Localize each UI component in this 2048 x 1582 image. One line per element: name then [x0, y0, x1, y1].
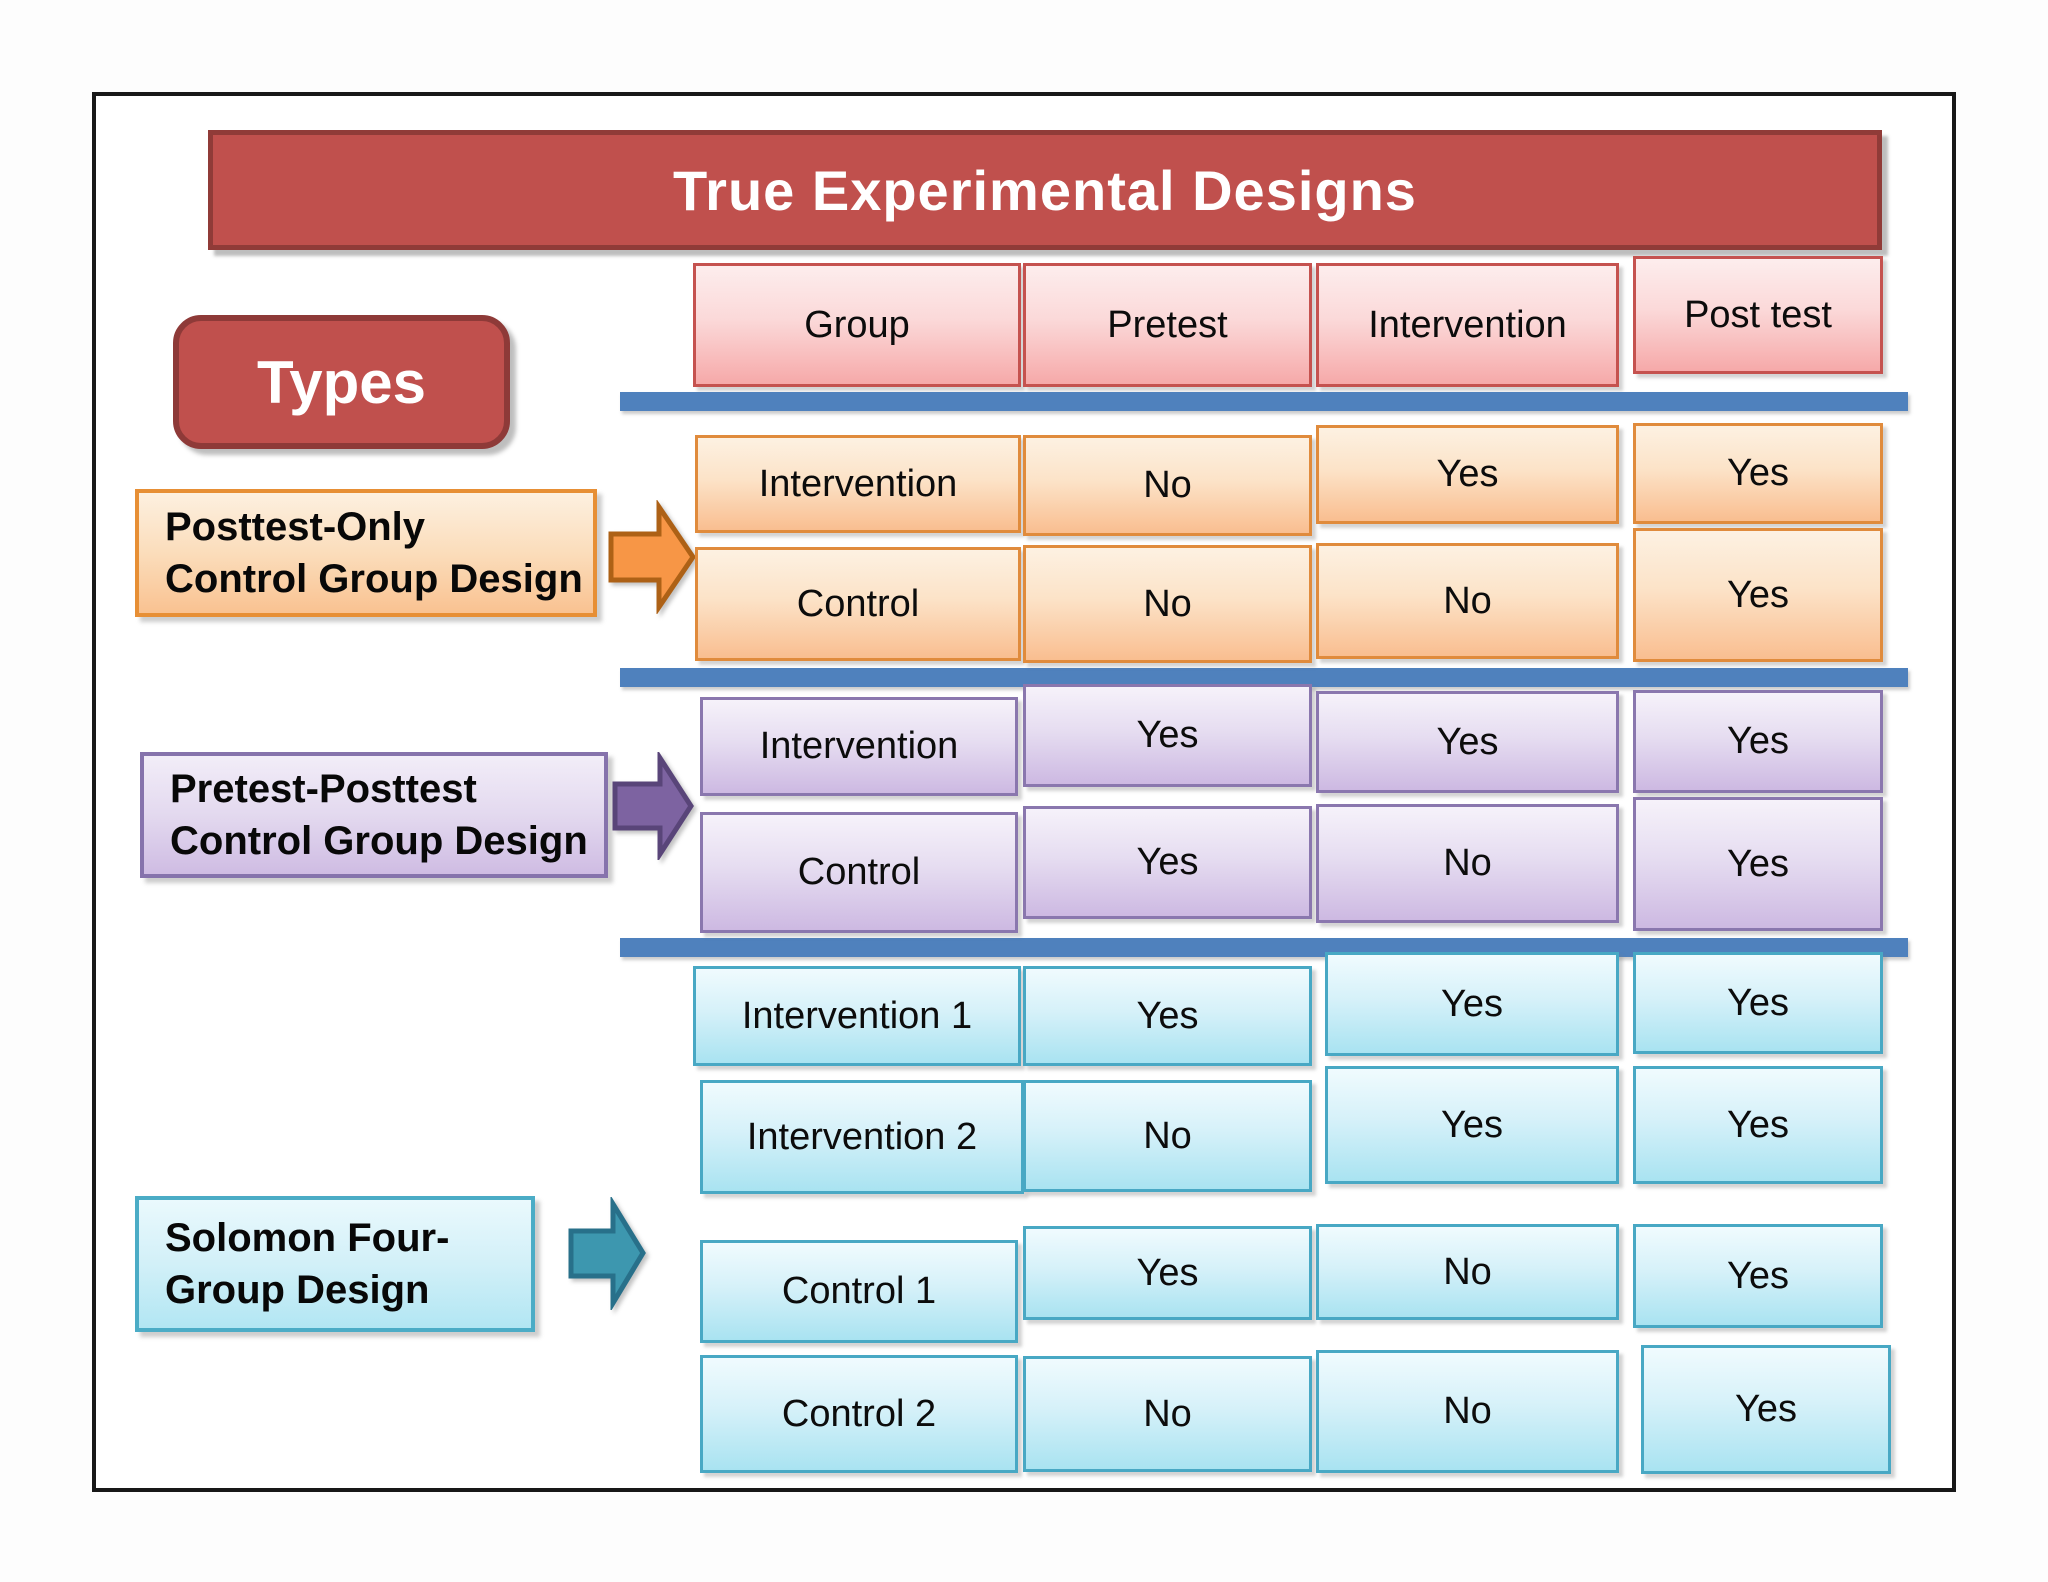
table-cell: No — [1316, 543, 1619, 659]
table-cell: Control — [695, 547, 1021, 661]
table-cell: Yes — [1325, 1066, 1619, 1184]
section-label-line: Control Group Design — [170, 819, 588, 863]
table-cell: Intervention 2 — [700, 1080, 1024, 1194]
table-cell: No — [1023, 1080, 1312, 1192]
table-cell: Yes — [1023, 806, 1312, 919]
table-cell: Yes — [1023, 1226, 1312, 1320]
page-title: True Experimental Designs — [673, 158, 1417, 222]
section-label-line: Posttest-Only — [165, 505, 426, 549]
table-cell: Yes — [1633, 1224, 1883, 1328]
table-cell: Control 2 — [700, 1355, 1018, 1473]
table-cell: Yes — [1023, 966, 1312, 1066]
divider-bar — [620, 392, 1908, 411]
table-cell: Yes — [1023, 684, 1312, 787]
table-cell: No — [1023, 1356, 1312, 1472]
table-cell: Intervention — [700, 697, 1018, 796]
table-cell: No — [1316, 804, 1619, 923]
column-header-group: Group — [693, 263, 1021, 387]
column-header-pretest: Pretest — [1023, 263, 1312, 387]
table-cell: Yes — [1633, 1066, 1883, 1184]
table-cell: Intervention 1 — [693, 966, 1021, 1066]
section-label-pretest-posttest: Pretest-Posttest Control Group Design — [140, 752, 608, 878]
table-cell: No — [1316, 1350, 1619, 1473]
table-cell: Yes — [1316, 425, 1619, 524]
table-cell: Yes — [1325, 952, 1619, 1056]
table-cell: Yes — [1633, 797, 1883, 931]
table-cell: Yes — [1633, 528, 1883, 662]
table-cell: Control 1 — [700, 1240, 1018, 1343]
section-label-line: Pretest-Posttest — [170, 767, 477, 811]
table-cell: No — [1316, 1224, 1619, 1320]
section-label-line: Group Design — [165, 1268, 430, 1312]
section-label-line: Solomon Four- — [165, 1216, 450, 1260]
table-cell: No — [1023, 435, 1312, 536]
table-cell: Yes — [1316, 691, 1619, 793]
title-bar: True Experimental Designs — [208, 130, 1882, 250]
table-cell: Yes — [1633, 952, 1883, 1054]
right-arrow-icon — [612, 752, 694, 860]
types-label: Types — [257, 348, 426, 416]
divider-bar — [620, 668, 1908, 687]
column-header-intervention: Intervention — [1316, 263, 1619, 387]
right-arrow-icon — [608, 500, 696, 614]
table-cell: No — [1023, 545, 1312, 663]
table-cell: Control — [700, 812, 1018, 933]
column-header-posttest: Post test — [1633, 256, 1883, 374]
table-cell: Yes — [1641, 1345, 1891, 1474]
section-label-solomon: Solomon Four- Group Design — [135, 1196, 535, 1332]
table-cell: Yes — [1633, 690, 1883, 793]
right-arrow-icon — [568, 1197, 646, 1310]
table-cell: Intervention — [695, 435, 1021, 533]
types-box: Types — [173, 315, 510, 449]
section-label-line: Control Group Design — [165, 557, 583, 601]
section-label-posttest-only: Posttest-Only Control Group Design — [135, 489, 597, 617]
table-cell: Yes — [1633, 423, 1883, 524]
